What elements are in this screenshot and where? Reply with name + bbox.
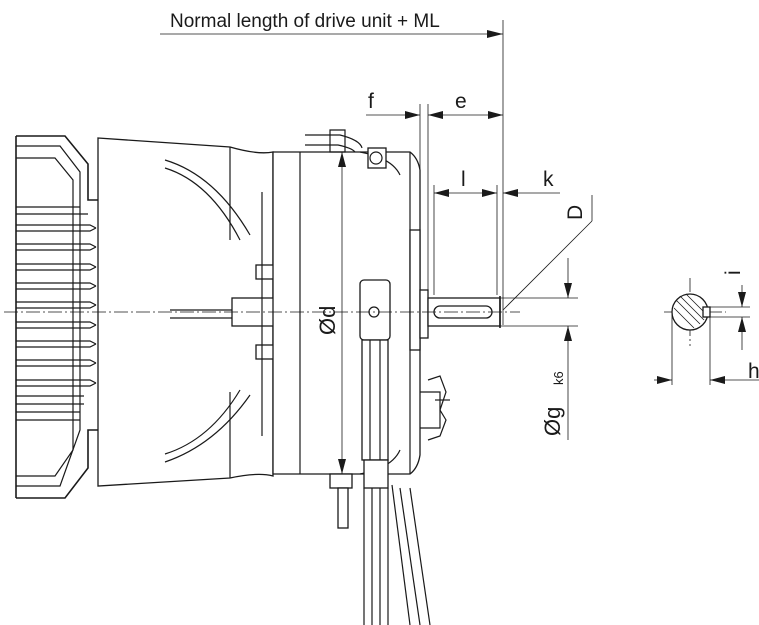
l-k-dimension: l k — [433, 168, 560, 295]
g-tolerance-label: k6 — [551, 371, 566, 385]
D-leader: D — [502, 195, 593, 311]
k-label: k — [543, 168, 554, 191]
g-diameter-dimension: Øg k6 — [500, 258, 578, 440]
normal-length-dimension: Normal length of drive unit + ML — [160, 11, 504, 325]
cooling-fins — [16, 206, 97, 421]
e-label: e — [455, 90, 467, 113]
h-label: h — [748, 360, 759, 383]
shaft-cross-section: h i — [654, 270, 759, 385]
g-diameter-label: Øg — [540, 407, 565, 436]
normal-length-label: Normal length of drive unit + ML — [170, 11, 440, 32]
f-label: f — [368, 90, 374, 113]
d-diameter-label: Ød — [315, 306, 340, 335]
D-label: D — [564, 205, 587, 220]
l-label: l — [461, 168, 466, 191]
d-diameter-dimension: Ød — [315, 152, 346, 474]
drive-unit-body — [15, 129, 501, 625]
i-label: i — [722, 270, 745, 275]
